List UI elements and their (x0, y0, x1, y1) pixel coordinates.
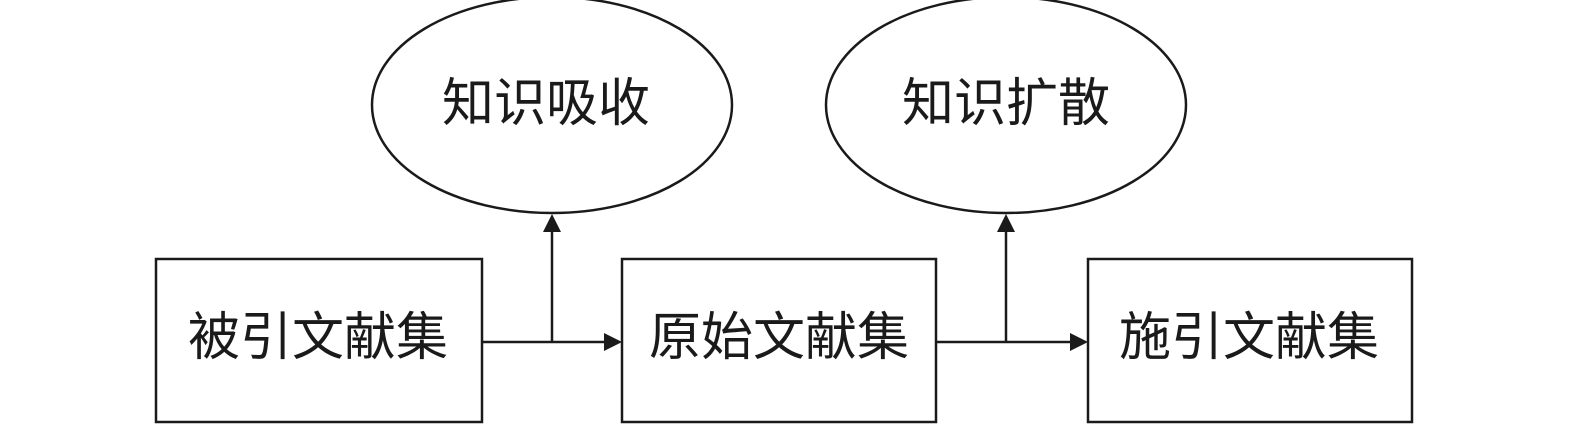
ellipse-knowledge-absorption (370, 0, 734, 215)
label-knowledge-diffusion: 知识扩散 (902, 74, 1110, 134)
label-original-documents: 原始文献集 (649, 308, 909, 368)
box-citing-documents (1086, 257, 1414, 424)
node-citing-documents: 施引文献集 (1086, 257, 1414, 424)
node-cited-documents: 被引文献集 (154, 257, 484, 424)
label-citing-documents: 施引文献集 (1119, 308, 1379, 368)
box-cited-documents (154, 257, 484, 424)
box-original-documents (620, 257, 938, 424)
edge-to-knowledge-absorption (543, 214, 561, 342)
node-original-documents: 原始文献集 (620, 257, 938, 424)
arrowhead-up-icon (997, 214, 1015, 232)
arrowhead-up-icon (543, 214, 561, 232)
ellipse-knowledge-diffusion (824, 0, 1188, 215)
edge-original-to-citing (936, 333, 1088, 351)
arrowhead-right-icon (604, 333, 622, 351)
edge-to-knowledge-diffusion (997, 214, 1015, 342)
arrowhead-right-icon (1070, 333, 1088, 351)
edge-cited-to-original (482, 333, 622, 351)
node-knowledge-absorption: 知识吸收 (370, 0, 734, 215)
label-cited-documents: 被引文献集 (188, 308, 448, 368)
label-knowledge-absorption: 知识吸收 (442, 74, 650, 134)
node-knowledge-diffusion: 知识扩散 (824, 0, 1188, 215)
